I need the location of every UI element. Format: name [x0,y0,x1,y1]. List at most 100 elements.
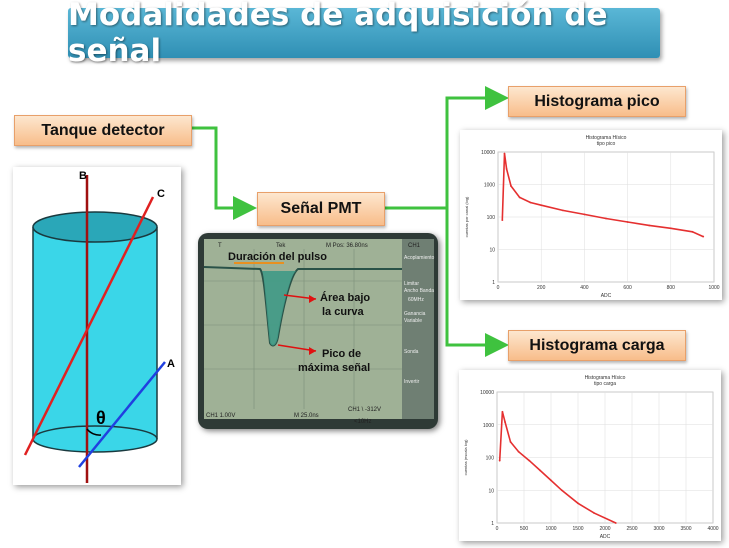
title-banner: Modalidades de adquisición de señal [68,0,660,69]
track-c [23,196,155,456]
data-point [509,440,512,443]
series-line [498,411,617,524]
histograma-pico-box: Histograma pico [508,86,686,117]
pico-label-1: Pico de [322,348,361,360]
scope-invertir: Invertir [404,379,420,385]
data-point [498,459,501,462]
data-point [518,196,521,199]
data-point [593,512,596,515]
x-tick-label: 200 [537,285,546,291]
histograma-carga-box: Histograma carga [508,330,686,361]
y-tick-label: 10 [488,488,494,494]
label-c: C [157,188,165,200]
y-tick-label: 100 [486,456,495,462]
scope-variable: Variable [404,318,422,324]
data-point [510,185,512,187]
scope-sonda: Sonda [404,349,419,355]
x-tick-label: 500 [520,526,529,532]
arrow-pmt-to-pico [385,86,509,210]
chart-title: Histograma Hísico [586,135,627,141]
track-a [78,361,166,468]
data-point [648,224,651,227]
x-axis-label: ADC [600,534,611,540]
label-b: B [79,170,87,182]
x-tick-label: 1000 [708,285,719,291]
page-title: Modalidades de adquisición de señal [68,0,608,69]
x-axis-label: ADC [601,293,612,299]
label-a: A [167,358,175,370]
scope-trig-marker: T [218,243,222,249]
scope-freq: <10Hz [354,419,372,425]
scope-tek: Tek [276,243,286,249]
data-point [503,152,506,155]
scope-ancho: Ancho Banda [404,288,434,294]
y-tick-label: 10000 [480,390,494,396]
y-tick-label: 10000 [481,150,495,156]
y-tick-label: 1000 [484,183,495,189]
area-label-1: Área bajo [320,291,370,304]
x-tick-label: 2500 [626,526,637,532]
data-point [539,469,542,472]
x-tick-label: 4000 [707,526,718,532]
y-axis-label: cuentas por canal (log) [464,196,469,237]
data-point [540,204,543,207]
x-tick-label: 2000 [599,526,610,532]
scope-ch1: CH1 1.00V [206,413,235,419]
data-point [501,410,504,413]
scope-acoplamiento: Acoplamiento [404,255,435,261]
tank-diagram-panel: B C A θ [13,167,181,485]
data-point [501,219,504,222]
theta-label: θ [96,408,106,428]
arrow-tanque-to-pmt [192,126,257,220]
data-point [614,522,617,524]
y-tick-label: 100 [487,215,496,221]
x-tick-label: 0 [497,285,500,291]
y-axis-label: cuentas (escala log) [463,439,468,475]
histograma-pico-label: Histograma pico [534,92,660,110]
data-point [702,235,705,238]
senal-pmt-box: Señal PMT [257,192,385,226]
scope-ganancia: Ganancia [404,311,426,317]
scope-mpos: M Pos: 36.80ns [326,243,368,249]
data-point [517,450,520,453]
senal-pmt-label: Señal PMT [280,200,362,217]
arrow-pmt-to-carga [445,208,509,357]
data-point [605,217,607,220]
pico-label-2: máxima señal [298,362,370,374]
data-point [550,479,552,482]
scope-trigger: CH1 \ -312V [348,407,381,413]
data-point [529,201,532,204]
tank-top [32,211,158,243]
y-tick-label: 1 [491,521,494,527]
scope-timebase: M 25.0ns [294,413,319,419]
histograma-carga-label: Histograma carga [529,336,665,354]
oscilloscope-photo: Duración del pulso Área bajo la curva Pi… [198,233,438,429]
oscilloscope-screen: Duración del pulso Área bajo la curva Pi… [203,239,435,425]
chart-title: Histograma Hísico [585,375,626,381]
data-point [691,230,694,233]
x-tick-label: 0 [496,526,499,532]
y-tick-label: 1000 [483,423,494,429]
x-tick-label: 1000 [545,526,556,532]
scope-ch: CH1 [408,243,421,249]
tank-diagram: B C A θ [23,170,175,483]
data-point [504,421,506,424]
tank-body [33,227,157,439]
data-point [669,227,672,230]
y-tick-label: 1 [492,280,495,286]
chart-subtitle: tipo pico [597,141,616,147]
tanque-detector-box: Tanque detector [14,115,192,146]
chart-subtitle: tipo carga [594,381,616,387]
data-point [583,213,586,216]
duracion-label: Duración del pulso [228,251,327,263]
data-point [626,221,629,223]
scope-mhz: 60MHz [408,297,424,303]
data-point [561,209,564,212]
tanque-detector-label: Tanque detector [41,121,165,139]
area-label-2: la curva [322,306,364,318]
